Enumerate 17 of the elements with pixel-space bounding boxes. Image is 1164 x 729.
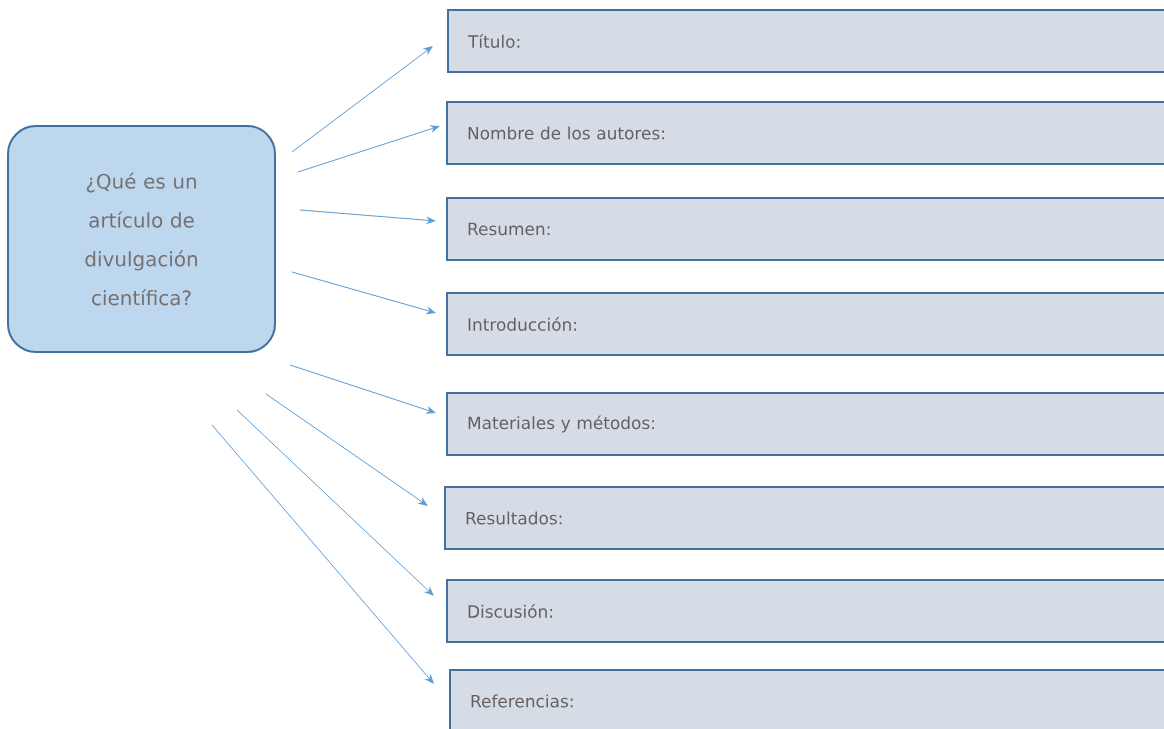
answer-box: Resumen: (446, 197, 1164, 261)
question-box: ¿Qué es un artículo de divulgación científica? (7, 125, 276, 353)
answer-box: Título: (447, 9, 1164, 73)
arrow (289, 364, 436, 414)
answer-box: Materiales y métodos: (446, 392, 1164, 456)
answer-box: Discusión: (446, 579, 1164, 643)
arrow (291, 46, 433, 153)
arrow (297, 125, 440, 173)
arrow (299, 209, 436, 224)
answer-box: Introducción: (446, 292, 1164, 356)
answer-box: Referencias: (449, 669, 1164, 729)
answer-box: Nombre de los autores: (446, 101, 1164, 165)
answer-box: Resultados: (444, 486, 1164, 550)
arrow (236, 409, 434, 596)
arrow (291, 271, 436, 314)
arrow (265, 393, 428, 506)
arrow (211, 424, 434, 684)
